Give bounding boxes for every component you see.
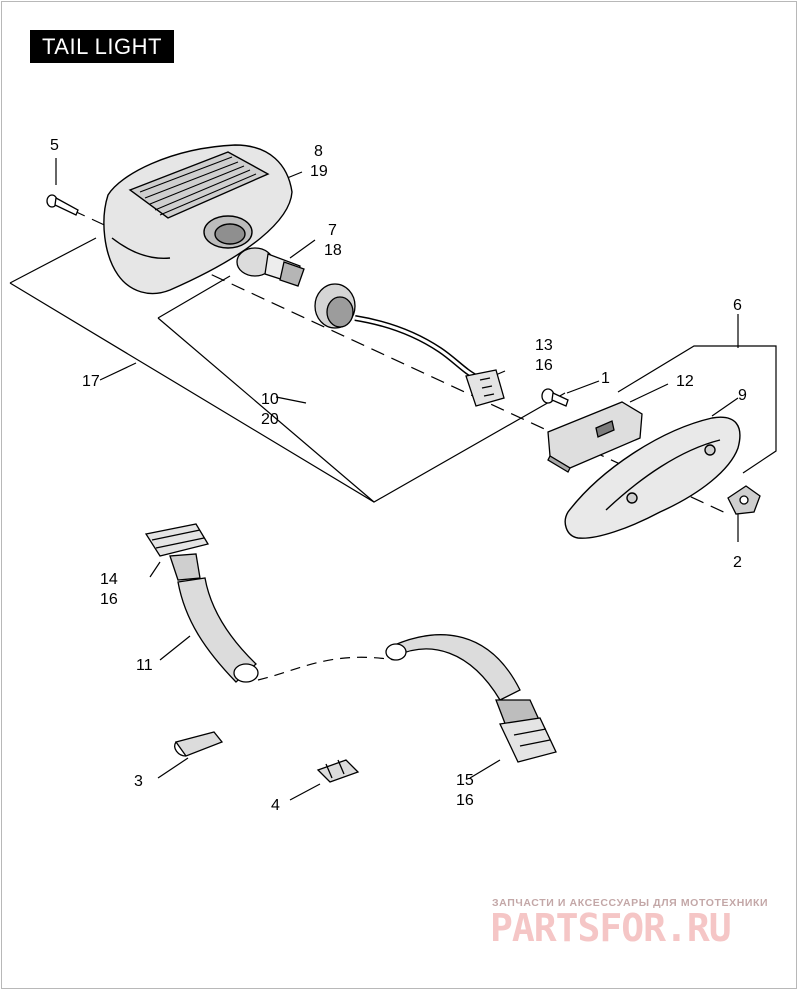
tail-lens-plate-icon bbox=[564, 416, 741, 539]
callout-16-bottom: 16 bbox=[456, 792, 474, 809]
callout-3: 3 bbox=[134, 773, 143, 790]
retainer-clip-icon bbox=[316, 759, 360, 783]
bracket-6 bbox=[617, 345, 777, 474]
bulb-icon bbox=[236, 247, 305, 287]
callout-7: 7 bbox=[328, 222, 337, 239]
callout-17: 17 bbox=[82, 373, 100, 390]
tail-lens-housing-icon bbox=[103, 144, 293, 295]
callout-15: 15 bbox=[456, 772, 474, 789]
callout-12: 12 bbox=[676, 373, 694, 390]
bracket-10-top bbox=[157, 275, 231, 319]
callout-8: 8 bbox=[314, 143, 323, 160]
nut-icon bbox=[727, 485, 761, 515]
callout-18: 18 bbox=[324, 242, 342, 259]
callout-13: 13 bbox=[535, 337, 553, 354]
callout-2: 2 bbox=[733, 554, 742, 571]
watermark-tagline: ЗАПЧАСТИ И АКСЕССУАРЫ ДЛЯ МОТОТЕХНИКИ bbox=[492, 897, 769, 909]
screw-icon bbox=[46, 194, 79, 216]
callout-1: 1 bbox=[601, 370, 610, 387]
callout-20: 20 bbox=[261, 411, 279, 428]
wiring-harness-icon bbox=[144, 523, 557, 763]
mounting-screw-icon bbox=[541, 388, 569, 407]
callout-16-top: 16 bbox=[535, 357, 553, 374]
circuit-board-icon bbox=[547, 401, 643, 473]
callout-14: 14 bbox=[100, 571, 118, 588]
callout-6: 6 bbox=[733, 297, 742, 314]
callout-16-left: 16 bbox=[100, 591, 118, 608]
cable-continuation bbox=[257, 656, 396, 681]
socket-harness-icon bbox=[314, 283, 505, 407]
callout-5: 5 bbox=[50, 137, 59, 154]
bracket-10 bbox=[157, 317, 375, 503]
callout-19: 19 bbox=[310, 163, 328, 180]
callout-9: 9 bbox=[738, 387, 747, 404]
bracket-17-top bbox=[9, 237, 97, 284]
watermark-logo: PARTSFOR.RU bbox=[490, 906, 732, 950]
callout-11: 11 bbox=[136, 657, 153, 674]
callout-4: 4 bbox=[271, 797, 280, 814]
callout-10: 10 bbox=[261, 391, 279, 408]
clip-icon bbox=[174, 731, 224, 757]
page-title: TAIL LIGHT bbox=[30, 30, 174, 63]
